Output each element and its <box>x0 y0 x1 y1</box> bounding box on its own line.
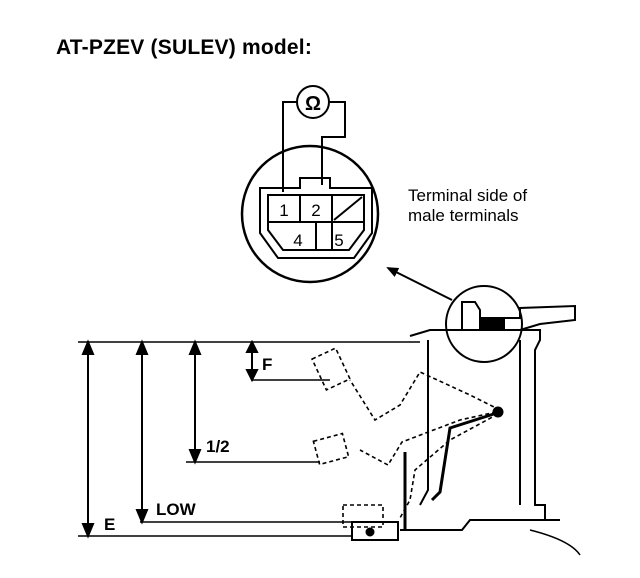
level-lines <box>78 341 420 537</box>
meter-leads <box>282 101 346 192</box>
connector-note-line-2: male terminals <box>408 206 519 225</box>
pump-connector <box>445 285 576 363</box>
terminal-5: 5 <box>334 231 343 250</box>
level-full-label: F <box>262 355 272 374</box>
diagram-title: AT-PZEV (SULEV) model: <box>56 36 313 59</box>
dimension-arrows <box>81 339 259 539</box>
connector-note: Terminal side of male terminals <box>408 186 527 226</box>
magnify-arrow <box>386 267 453 301</box>
ohmmeter-icon: Ω <box>296 85 330 119</box>
level-half-label: 1/2 <box>206 437 230 456</box>
magnifier-circle <box>240 144 380 284</box>
level-low-label: LOW <box>156 500 197 519</box>
fuel-pump-body <box>400 329 581 556</box>
terminal-2: 2 <box>311 201 320 220</box>
terminal-1: 1 <box>279 201 288 220</box>
float-arm-positions <box>310 347 501 528</box>
connector-note-line-1: Terminal side of <box>408 186 528 205</box>
level-empty-label: E <box>104 515 115 534</box>
terminal-4: 4 <box>293 231 302 250</box>
float-arm <box>351 406 504 541</box>
connector-housing <box>259 177 373 259</box>
ohm-symbol: Ω <box>305 93 321 115</box>
